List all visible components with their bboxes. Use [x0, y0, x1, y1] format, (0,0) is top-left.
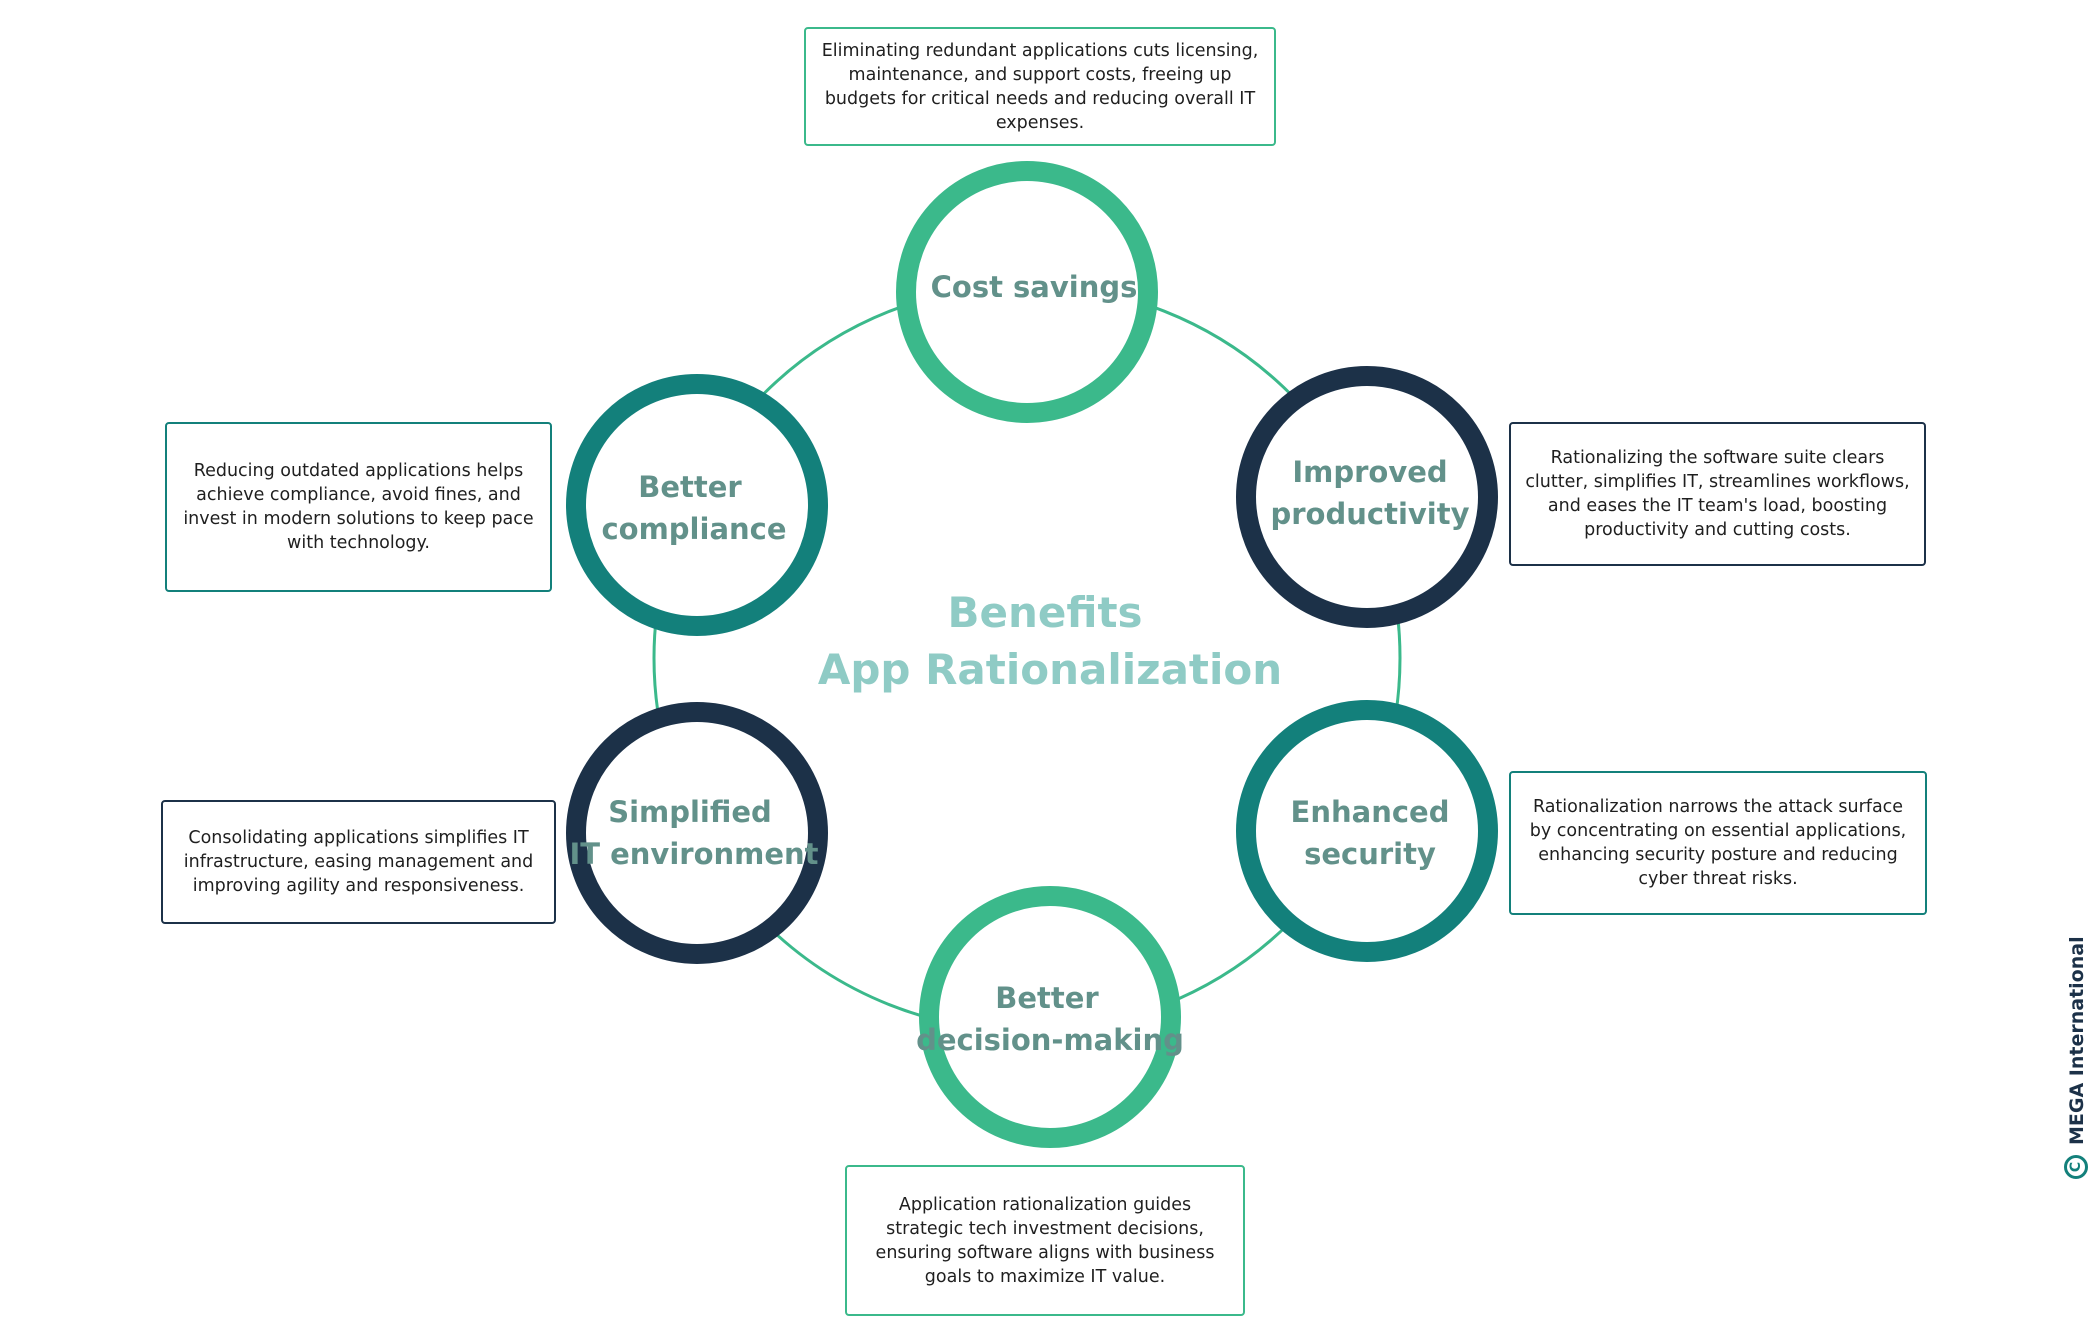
node-enhanced-security: Enhanced security: [1236, 700, 1498, 962]
watermark-mega-international: MEGA International C: [2058, 936, 2100, 1195]
description-cost-savings: Eliminating redundant applications cuts …: [804, 27, 1276, 146]
svg-text:security: security: [1304, 837, 1436, 871]
label-better-compliance-line1: Better: [638, 470, 742, 504]
ring-cost-savings: [896, 161, 1158, 423]
svg-text:Enhanced: Enhanced: [1291, 795, 1450, 829]
label-better-decision-making-line2: decision-making: [916, 1023, 1184, 1057]
label-simplified-it-environment-line2: IT environment: [569, 837, 818, 871]
svg-text:App Rationalization: App Rationalization: [818, 645, 1282, 694]
ring-better-decision-making: [919, 886, 1181, 1148]
label-better-compliance-line2: compliance: [601, 512, 786, 546]
node-simplified-it-environment: Simplified IT environment: [566, 702, 828, 964]
node-better-compliance: Better compliance: [566, 374, 828, 636]
label-enhanced-security-line1: Enhanced: [1291, 795, 1450, 829]
node-improved-productivity: Improved productivity: [1236, 366, 1498, 628]
ring-improved-productivity: [1236, 366, 1498, 628]
label-improved-productivity-line1: Improved: [1292, 455, 1447, 489]
svg-text:Benefits: Benefits: [947, 588, 1142, 637]
node-better-decision-making: Better decision-making: [916, 886, 1184, 1148]
svg-text:productivity: productivity: [1271, 497, 1470, 531]
ring-enhanced-security: [1236, 700, 1498, 962]
svg-text:Better: Better: [995, 981, 1099, 1015]
copyright-icon: C: [2064, 1155, 2088, 1179]
description-simplified-it-environment: Consolidating applications simplifies IT…: [161, 800, 556, 924]
svg-text:decision-making: decision-making: [916, 1023, 1184, 1057]
description-better-decision-making: Application rationalization guides strat…: [845, 1165, 1245, 1316]
svg-text:compliance: compliance: [601, 512, 786, 546]
label-improved-productivity-line2: productivity: [1271, 497, 1470, 531]
description-enhanced-security: Rationalization narrows the attack surfa…: [1509, 771, 1927, 915]
center-title-line1: Benefits: [947, 588, 1142, 637]
svg-text:Simplified: Simplified: [608, 795, 772, 829]
label-enhanced-security-line2: security: [1304, 837, 1436, 871]
description-better-compliance: Reducing outdated applications helps ach…: [165, 422, 552, 592]
watermark-text: MEGA International: [2066, 936, 2088, 1145]
center-title-line2: App Rationalization: [818, 645, 1282, 694]
label-simplified-it-environment-line1: Simplified: [608, 795, 772, 829]
ring-simplified-it-environment: [566, 702, 828, 964]
svg-text:Better: Better: [638, 470, 742, 504]
label-better-decision-making-line1: Better: [995, 981, 1099, 1015]
node-cost-savings: Cost savings: [896, 161, 1158, 423]
label-cost-savings-line1: Cost savings: [931, 270, 1138, 304]
description-improved-productivity: Rationalizing the software suite clears …: [1509, 422, 1926, 566]
svg-text:Improved: Improved: [1292, 455, 1447, 489]
svg-text:IT environment: IT environment: [569, 837, 818, 871]
svg-text:Cost savings: Cost savings: [931, 270, 1138, 304]
ring-better-compliance: [566, 374, 828, 636]
